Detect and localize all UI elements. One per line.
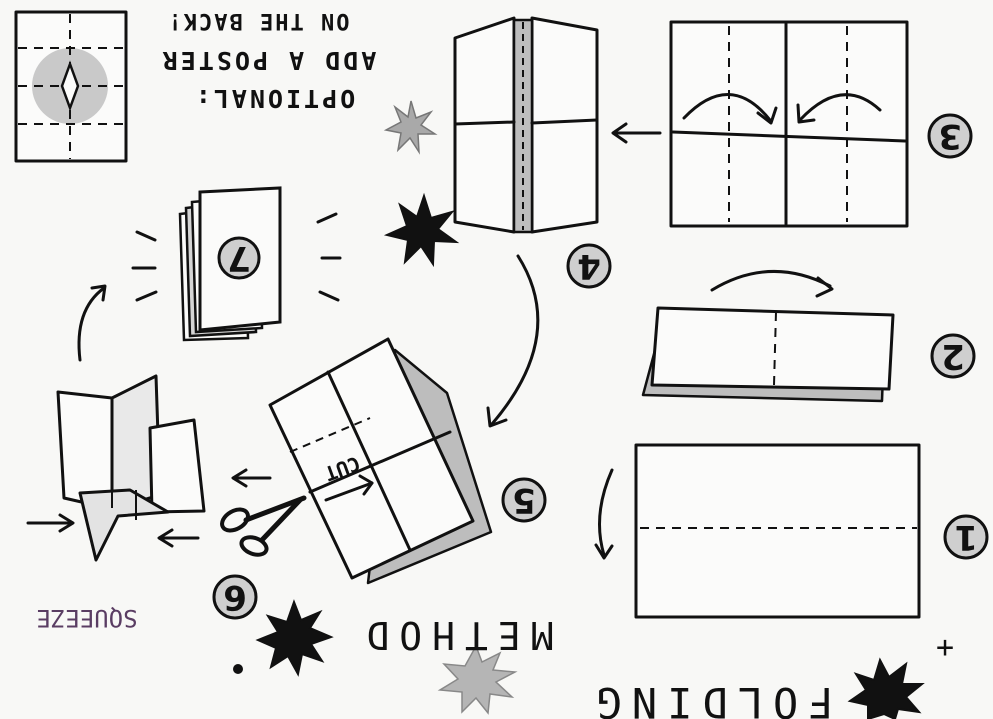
step-7-zine: 7 bbox=[180, 188, 280, 340]
poster-thumbnail bbox=[16, 12, 126, 161]
optional-note-line3: ON THE BACK! bbox=[167, 8, 350, 33]
optional-note-line2: ADD A POSTER bbox=[160, 46, 377, 75]
title: FOLDING METHOD + bbox=[233, 613, 954, 719]
step-3-sheet bbox=[671, 22, 907, 226]
arrow-3-to-4 bbox=[613, 124, 660, 142]
optional-note: OPTIONAL: ADD A POSTER ON THE BACK! bbox=[160, 8, 377, 113]
title-plus: + bbox=[936, 630, 954, 665]
step-2-strip bbox=[643, 271, 893, 401]
step-1-sheet bbox=[596, 445, 919, 617]
step-4-booklet bbox=[455, 18, 597, 232]
step-4-badge: 4 bbox=[568, 245, 610, 287]
svg-text:3: 3 bbox=[938, 116, 962, 156]
svg-text:7: 7 bbox=[227, 238, 251, 278]
optional-note-line1: OPTIONAL: bbox=[193, 84, 355, 113]
title-line1: FOLDING bbox=[586, 678, 833, 719]
step-6-booklet bbox=[58, 376, 204, 560]
svg-text:6: 6 bbox=[223, 577, 247, 617]
title-line2: METHOD bbox=[356, 613, 553, 657]
step-5-badge: 5 bbox=[503, 479, 545, 521]
arrow-5-to-6 bbox=[233, 470, 270, 486]
black-star-bottom-left bbox=[258, 602, 331, 674]
svg-text:1: 1 bbox=[954, 517, 978, 557]
step-6-badge: 6 bbox=[214, 576, 256, 618]
dot bbox=[233, 664, 243, 674]
black-star-middle bbox=[387, 196, 456, 264]
svg-text:4: 4 bbox=[577, 246, 601, 286]
svg-text:5: 5 bbox=[512, 480, 536, 520]
arrow-4-to-5 bbox=[488, 256, 538, 426]
step-1-badge: 1 bbox=[945, 516, 987, 558]
svg-text:2: 2 bbox=[941, 336, 965, 376]
step-3-badge: 3 bbox=[929, 115, 971, 157]
step-2-badge: 2 bbox=[932, 335, 974, 377]
gray-star-top bbox=[386, 101, 435, 152]
arrow-6-to-7 bbox=[79, 286, 105, 360]
squeeze-label: SQUEEZE bbox=[36, 604, 137, 632]
step-5-sheet: CUT bbox=[270, 339, 491, 583]
black-star-title bbox=[850, 660, 922, 719]
scissors-icon bbox=[218, 498, 304, 558]
